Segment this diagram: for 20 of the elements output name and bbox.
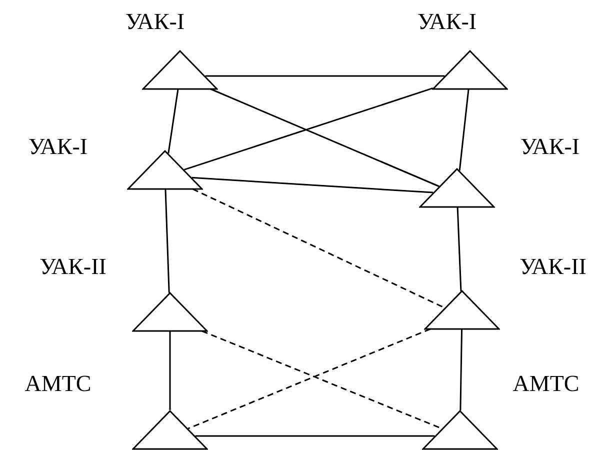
node-label: АМТС	[512, 370, 580, 398]
node-label: АМТС	[24, 370, 92, 398]
node-label: УАК-I	[416, 8, 478, 36]
node-label: УАК-I	[519, 133, 581, 161]
dashed-line	[192, 188, 445, 308]
node-label: УАК-I	[27, 133, 89, 161]
node-label: УАК-II	[38, 253, 108, 281]
connector-line	[458, 88, 470, 171]
connector-line	[164, 188, 170, 293]
node-label: УАК-I	[124, 8, 186, 36]
connector-line	[210, 88, 440, 188]
connector-line	[184, 88, 433, 170]
connector-line	[192, 176, 434, 194]
connector-line	[195, 435, 435, 437]
connector-line	[169, 331, 171, 410]
connector-line	[205, 75, 445, 77]
connector-line	[168, 88, 179, 154]
connector-line	[460, 328, 463, 410]
node-label: УАК-II	[518, 253, 588, 281]
connector-line	[456, 206, 462, 292]
